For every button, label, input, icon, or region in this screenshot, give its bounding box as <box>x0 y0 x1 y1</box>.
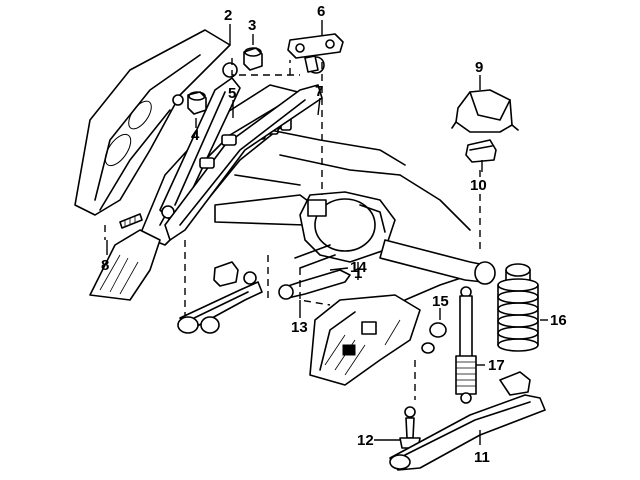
callout-11: 11 <box>474 449 490 466</box>
lower-suspension-arm <box>389 371 546 471</box>
callout-3: 3 <box>248 17 256 34</box>
callout-13: 13 <box>291 319 308 336</box>
crossmember-bracket <box>287 33 344 73</box>
spring-seat-bracket <box>451 89 519 133</box>
callout-2: 2 <box>224 7 232 24</box>
stabilizer-link <box>399 406 421 449</box>
callout-8: 8 <box>101 257 109 274</box>
callout-labels: 2 3 6 5 4 7 8 9 10 1 14 13 15 16 17 12 1… <box>101 3 567 466</box>
shock-absorber <box>455 286 477 404</box>
lateral-link <box>278 269 351 300</box>
callout-1: 1 <box>354 265 362 282</box>
callout-10: 10 <box>470 177 487 194</box>
rear-axle-housing <box>214 191 496 285</box>
callout-5: 5 <box>228 85 236 102</box>
bushing-lower <box>421 322 447 354</box>
callout-15: 15 <box>432 293 449 310</box>
bushing-upper <box>243 47 263 71</box>
callout-4: 4 <box>191 127 200 144</box>
coil-spring <box>497 263 539 352</box>
callout-12: 12 <box>357 432 374 449</box>
callout-17: 17 <box>488 357 505 374</box>
leader-lines <box>106 20 548 445</box>
callout-14: 14 <box>350 259 367 276</box>
lower-control-arm <box>164 56 325 241</box>
bushing-arm <box>172 91 207 115</box>
trailing-link <box>177 261 263 334</box>
mounting-bolt <box>119 213 143 229</box>
callout-6: 6 <box>317 3 325 20</box>
spring-insulator <box>465 139 497 163</box>
callout-7: 7 <box>315 83 323 100</box>
callout-16: 16 <box>550 312 567 329</box>
dashed-assembly-lines <box>104 58 481 400</box>
callout-9: 9 <box>475 59 483 76</box>
